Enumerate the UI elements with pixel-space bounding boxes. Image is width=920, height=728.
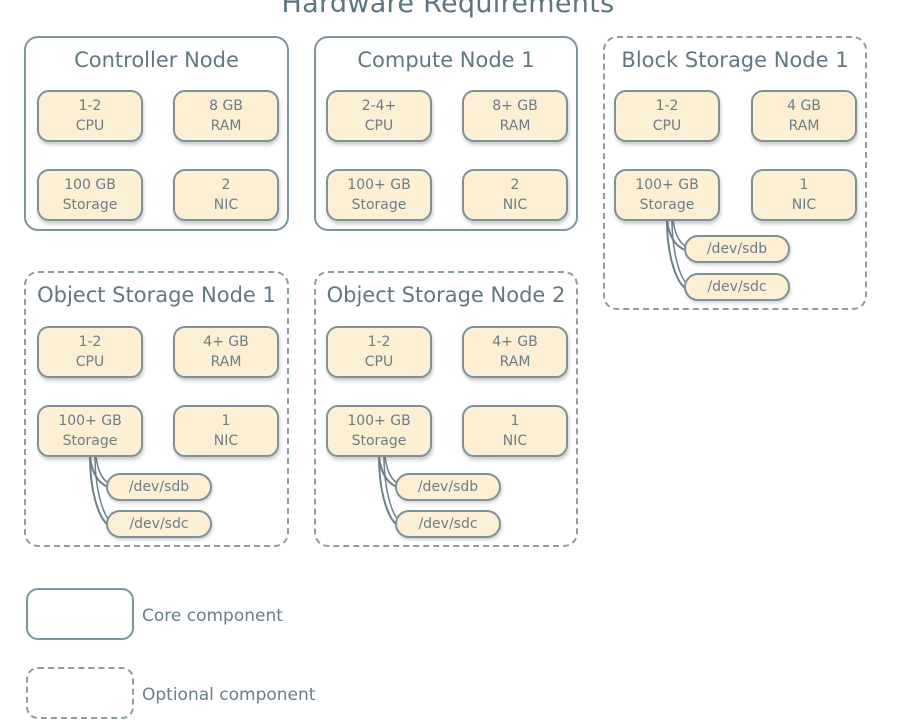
legend-optional-label: Optional component — [142, 685, 316, 705]
device-sdb: /dev/sdb — [395, 473, 501, 501]
device-sdc: /dev/sdc — [106, 510, 212, 538]
legend-core-swatch — [26, 588, 134, 640]
legend-core-label: Core component — [142, 606, 283, 626]
diagram-title: Hardware Requirements — [281, 0, 615, 19]
node-title: Block Storage Node 1 — [621, 48, 849, 72]
legend-optional-swatch — [26, 667, 134, 719]
node-title: Compute Node 1 — [357, 48, 535, 72]
device-connector — [666, 219, 688, 289]
node-title: Controller Node — [74, 48, 239, 72]
node-title: Object Storage Node 1 — [37, 283, 276, 307]
cpu-spec: 2-4+CPU — [326, 90, 432, 142]
device-sdc: /dev/sdc — [684, 273, 790, 301]
device-sdc: /dev/sdc — [395, 510, 501, 538]
device-sdb: /dev/sdb — [684, 235, 790, 263]
device-sdb: /dev/sdb — [106, 473, 212, 501]
node-title: Object Storage Node 2 — [326, 283, 566, 307]
